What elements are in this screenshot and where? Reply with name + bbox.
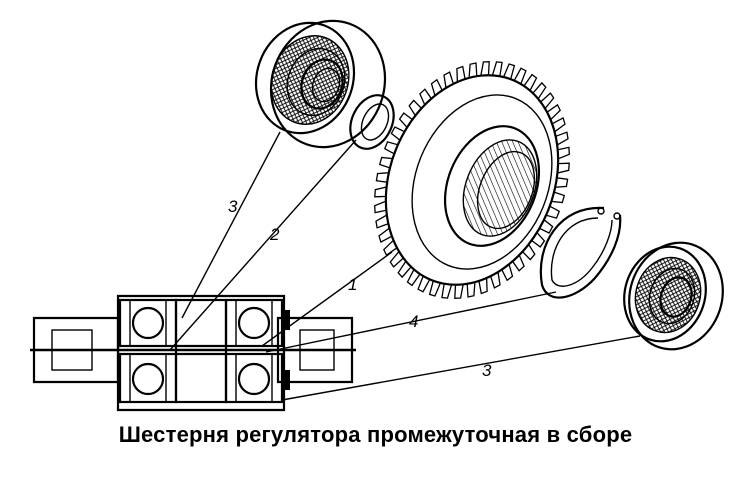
retaining-ring xyxy=(539,206,622,299)
gear-tooth xyxy=(480,61,490,77)
callout-4: 4 xyxy=(409,312,418,331)
gear-tooth xyxy=(557,146,570,160)
spacer-ring xyxy=(349,94,395,150)
gear-tooth xyxy=(556,162,570,174)
callout-1: 1 xyxy=(348,275,357,294)
gear-tooth xyxy=(491,61,503,78)
section-view xyxy=(30,294,356,412)
figure-caption: Шестерня регулятора промежуточная в сбор… xyxy=(118,422,633,447)
gear-tooth xyxy=(441,282,453,299)
gear-tooth xyxy=(408,99,423,117)
callout-2: 2 xyxy=(269,225,280,244)
assembly-drawing: 3 2 1 4 3 xyxy=(30,19,724,412)
gear-tooth xyxy=(398,112,414,129)
callout-3-top: 3 xyxy=(228,197,238,216)
leader-lines xyxy=(169,131,641,401)
gear-tooth xyxy=(374,186,388,198)
gear-tooth xyxy=(521,243,536,261)
gear-tooth xyxy=(374,200,387,214)
gear-tooth xyxy=(530,231,546,248)
bearing-top xyxy=(254,19,387,149)
callout-3-bottom: 3 xyxy=(482,361,492,380)
gear-tooth xyxy=(454,283,464,299)
bearing-bottom xyxy=(623,241,724,351)
gear xyxy=(374,61,570,299)
